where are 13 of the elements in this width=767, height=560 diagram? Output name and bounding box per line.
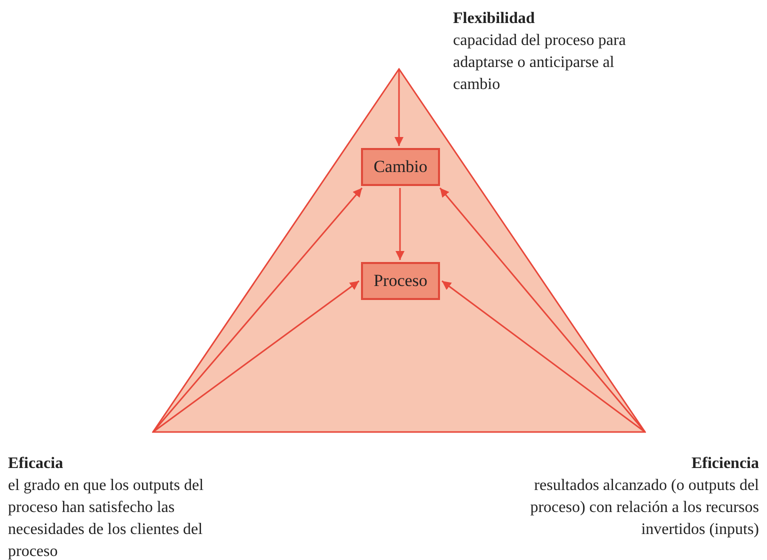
vertex-description: el grado en que los outputs del proceso han satisfecho las necesidades de los clientes del proceso <box>8 476 205 560</box>
arrow <box>396 188 404 260</box>
process-box: Proceso <box>361 262 440 300</box>
arrow <box>152 188 363 432</box>
vertex-heading: Eficiencia <box>690 454 759 474</box>
arrow <box>152 280 360 433</box>
process-box: Cambio <box>361 148 440 186</box>
vertex-description: capacidad del proceso para adaptarse o anticiparse al cambio <box>453 31 627 95</box>
vertex-description: resultados alcanzado (o outputs del proceso) con relación a los recursos invertidos (inputs) <box>530 476 759 540</box>
arrow <box>439 188 646 432</box>
arrow <box>442 280 646 433</box>
vertex-heading: Eficacia <box>8 454 64 474</box>
vertex-heading: Flexibilidad <box>453 9 536 29</box>
